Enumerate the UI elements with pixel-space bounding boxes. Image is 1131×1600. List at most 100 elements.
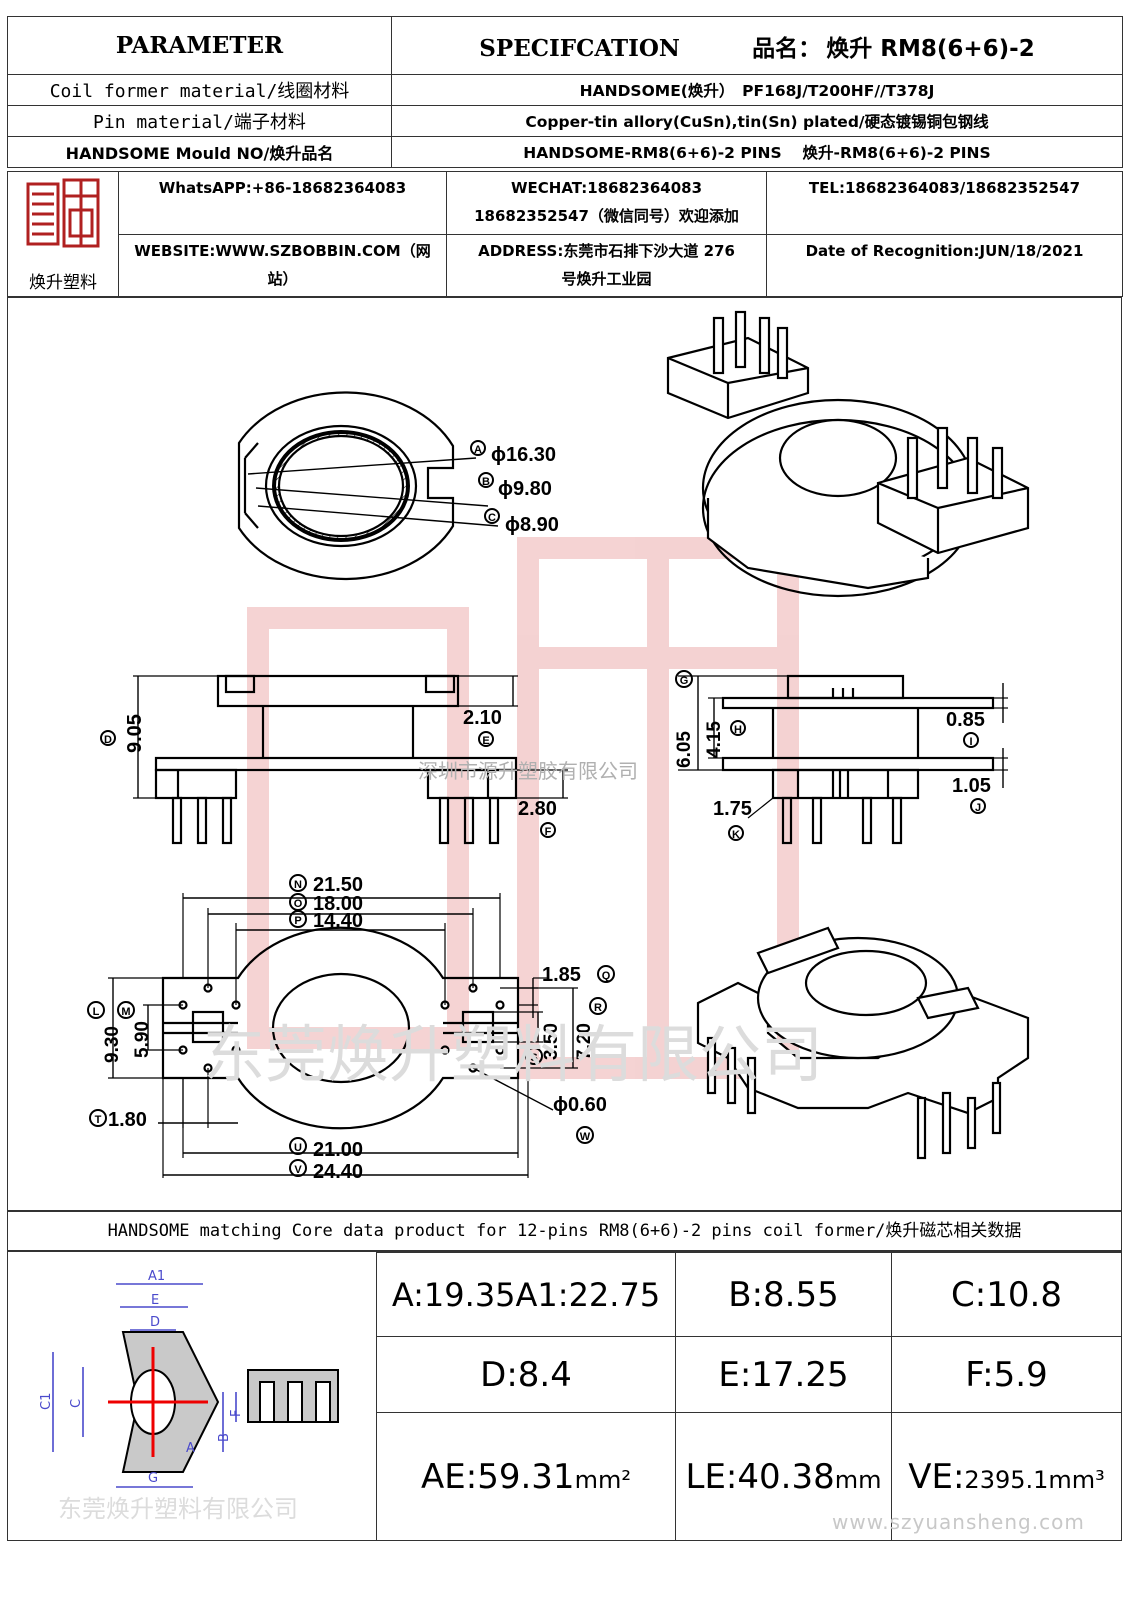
core-label-G: G	[148, 1471, 158, 1486]
dim-K: 1.75K	[713, 798, 752, 841]
pin-material-value: Copper-tin allory(CuSn),tin(Sn) plated/硬…	[391, 105, 1123, 137]
dim-M: M5.90	[117, 1001, 153, 1058]
side-view-front	[133, 674, 568, 845]
recognition-date: Date of Recognition:JUN/18/2021	[805, 241, 1084, 260]
product-name: 焕升 RM8(6+6)-2	[826, 35, 1035, 62]
address-line2: 号焕升工业园	[561, 269, 652, 288]
dim-Q-letter: Q	[602, 970, 611, 982]
address-cell: ADDRESS:东莞市石排下沙大道 276 号焕升工业园	[446, 233, 767, 297]
core-sketch: 东莞焕升塑料有限公司 A1 E D C1 C	[39, 1269, 339, 1523]
dim-L-letter: L	[93, 1006, 100, 1018]
website-line2: 站）	[267, 269, 298, 288]
dim-I-letter: I	[969, 736, 972, 748]
pin-material-label: Pin material/端子材料	[7, 105, 392, 137]
dim-O-value: 18.00	[313, 893, 363, 915]
dim-K-letter: K	[732, 829, 740, 841]
dim-I-value: 0.85	[946, 709, 985, 731]
isometric-view-bottom	[696, 926, 1030, 1160]
mould-no-value: HANDSOME-RM8(6+6)-2 PINS 焕升-RM8(6+6)-2 P…	[391, 136, 1123, 168]
dim-M-letter: M	[121, 1006, 130, 1018]
date-cell: Date of Recognition:JUN/18/2021	[766, 233, 1123, 297]
core-D: D:8.4	[376, 1336, 676, 1413]
dim-L: L9.30	[87, 1001, 123, 1063]
coil-material-value: HANDSOME(焕升） PF168J/T200HF//T378J	[391, 74, 1123, 106]
company-logo-icon	[26, 178, 100, 247]
dim-J-value: 1.05	[952, 775, 991, 797]
coil-material-label: Coil former material/线圈材料	[7, 74, 392, 106]
dim-J-letter: J	[975, 802, 981, 814]
core-label-C1: C1	[39, 1393, 54, 1410]
dim-E-letter: E	[482, 735, 489, 747]
dim-E: 2.10E	[463, 707, 502, 747]
website-line1: WEBSITE:WWW.SZBOBBIN.COM（网	[134, 241, 431, 260]
dim-T-value: 1.80	[108, 1109, 147, 1131]
website-cell: WEBSITE:WWW.SZBOBBIN.COM（网 站）	[118, 233, 447, 297]
core-VE-cell: VE:2395.1mm³	[891, 1412, 1122, 1541]
dim-F: 2.80F	[518, 798, 557, 838]
wechat-cell: WECHAT:18682364083 18682352547（微信同号）欢迎添加	[446, 171, 767, 235]
mould-no-label: HANDSOME Mould NO/焕升品名	[7, 136, 392, 168]
dim-D-letter: D	[104, 734, 112, 746]
core-VE: VE:	[908, 1456, 965, 1497]
matching-core-heading: HANDSOME matching Core data product for …	[7, 1211, 1122, 1251]
dim-K-value: 1.75	[713, 798, 752, 820]
dim-W: ϕ0.60W	[553, 1094, 607, 1144]
dim-F-value: 2.80	[518, 798, 557, 820]
dim-W-letter: W	[580, 1131, 591, 1143]
top-view	[237, 391, 499, 581]
dim-P-value: 14.40	[313, 910, 363, 932]
logo-caption: 焕升塑料	[29, 272, 97, 293]
core-C: C:10.8	[891, 1252, 1122, 1337]
dim-G: G6.05	[674, 670, 695, 768]
dim-N-value: 21.50	[313, 874, 363, 896]
dim-V-letter: V	[294, 1164, 302, 1176]
core-LE-unit: mm	[834, 1465, 882, 1494]
dim-V-value: 24.40	[313, 1161, 363, 1183]
core-label-D: D	[150, 1315, 160, 1330]
dim-J: 1.05J	[952, 775, 991, 814]
dim-Q-value: 1.85	[542, 964, 581, 986]
dim-R-value: 7.20	[574, 1023, 595, 1060]
core-label-E: E	[151, 1293, 159, 1308]
core-B: B:8.55	[675, 1252, 892, 1337]
core-data-section: 东莞焕升塑料有限公司 A1 E D C1 C	[7, 1251, 1122, 1541]
core-LE-cell: LE:40.38mm	[675, 1412, 892, 1541]
dim-D: 9.05D	[100, 714, 146, 753]
whatsapp-cell: WhatsAPP:+86-18682364083	[118, 171, 447, 235]
core-label-B: B	[217, 1433, 232, 1442]
core-AE-cell: AE:59.31mm²	[376, 1412, 676, 1541]
core-A: A:19.35A1:22.75	[376, 1252, 676, 1337]
dim-B-letter: B	[482, 476, 490, 488]
wechat-line1: WECHAT:18682364083	[510, 179, 702, 197]
logo-cell: 焕升塑料	[7, 171, 119, 297]
side-view-side	[678, 674, 1008, 845]
dim-W-value: ϕ0.60	[553, 1094, 607, 1116]
dim-R-letter: R	[594, 1002, 602, 1014]
dim-D-value: 9.05	[124, 714, 146, 753]
core-label-C: C	[69, 1399, 84, 1408]
dim-S-value: 3.50	[541, 1023, 562, 1060]
dim-C-letter: C	[488, 512, 496, 524]
whatsapp-text: WhatsAPP:+86-18682364083	[158, 179, 407, 197]
core-E: E:17.25	[675, 1336, 892, 1413]
dim-E-value: 2.10	[463, 707, 502, 729]
parameter-heading: PARAMETER	[7, 16, 392, 75]
dim-T-letter: T	[95, 1114, 102, 1126]
dim-I: 0.85I	[946, 709, 985, 748]
dim-V: V 24.40	[289, 1159, 363, 1183]
dim-A-value: ϕ16.30	[491, 444, 556, 466]
core-AE-unit: mm²	[574, 1465, 631, 1494]
tel-cell: TEL:18682364083/18682352547	[766, 171, 1123, 235]
contact-table: 焕升塑料 WhatsAPP:+86-18682364083 WECHAT:186…	[7, 171, 1123, 297]
core-label-A: A	[186, 1441, 195, 1456]
product-name-label: 品名：	[752, 35, 822, 62]
parameter-table: PARAMETER SPECIFCATION 品名： 焕升 RM8(6+6)-2…	[7, 16, 1123, 168]
dim-Q: 1.85 Q	[542, 964, 615, 986]
